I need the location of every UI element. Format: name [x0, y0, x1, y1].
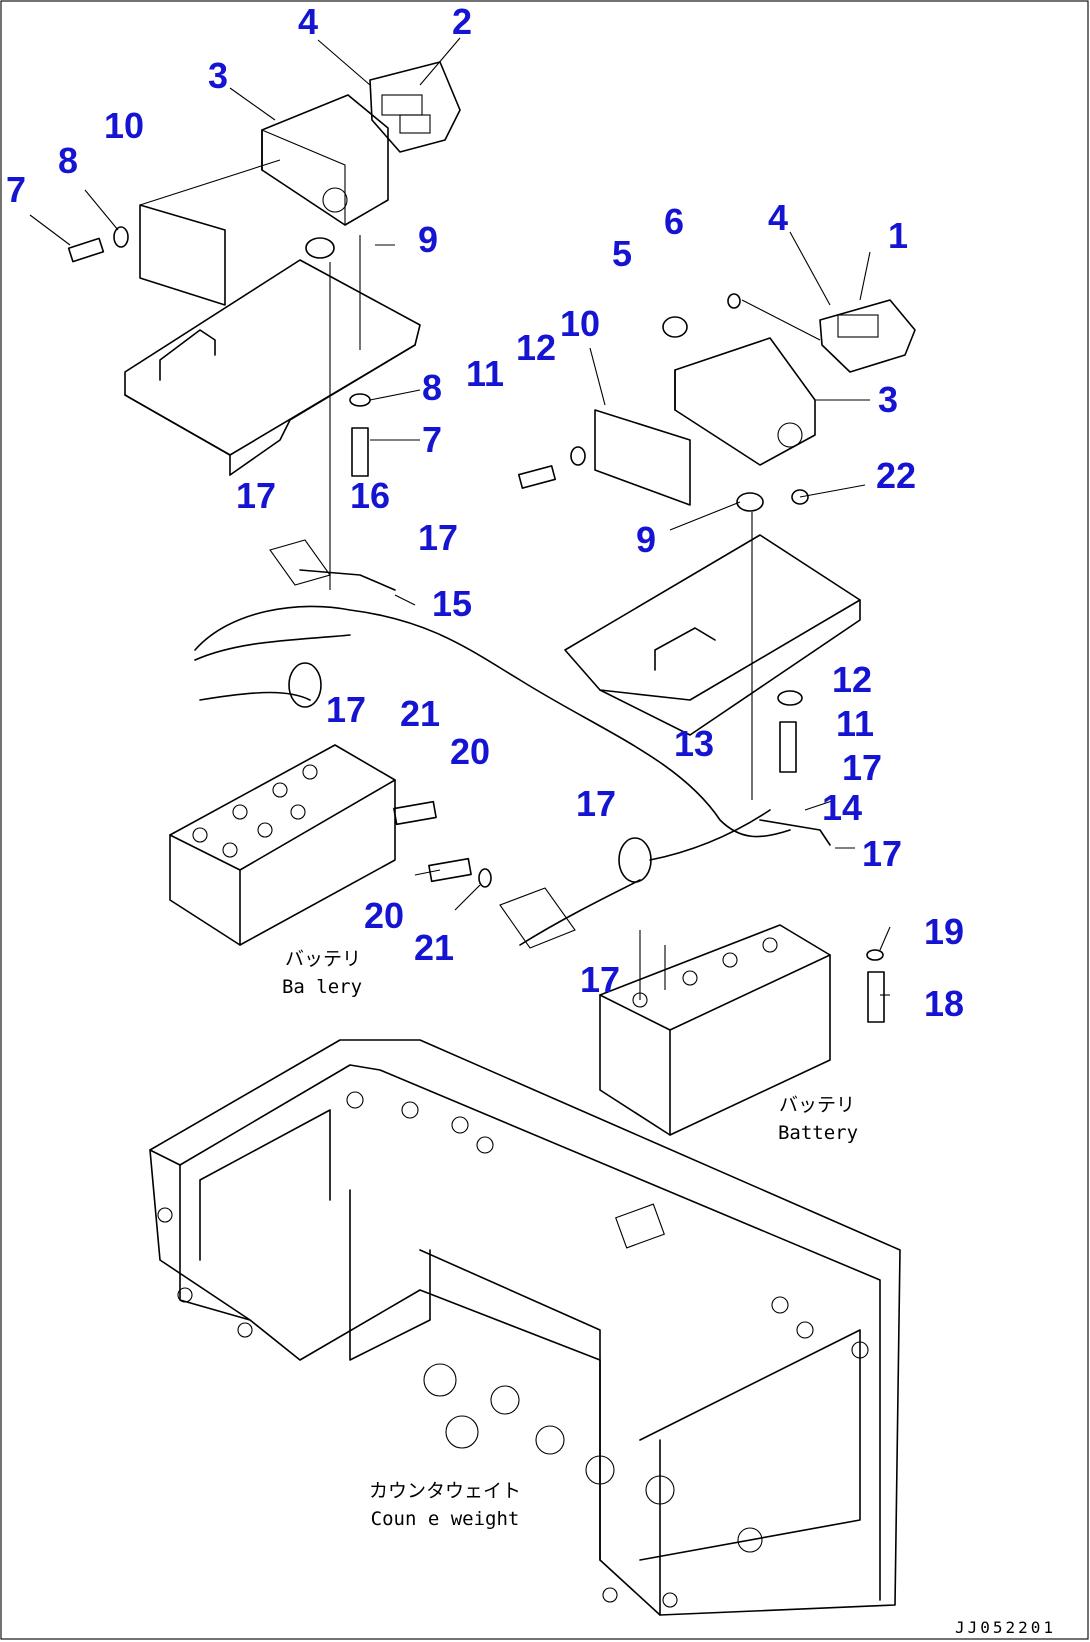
counterweight-label-en: Coun e weight — [370, 1508, 520, 1530]
callout-12-mid: 12 — [832, 659, 873, 700]
callout-5: 5 — [612, 233, 633, 274]
callout-11-top: 11 — [466, 353, 505, 394]
callout-15: 15 — [432, 583, 473, 624]
battery-left-label-en: Ba lery — [281, 976, 363, 998]
callout-22: 22 — [876, 455, 917, 496]
callout-17-b: 17 — [418, 517, 459, 558]
callout-17-e: 17 — [576, 783, 617, 824]
counterweight-label-jp: カウンタウェイト — [368, 1480, 521, 1502]
callout-17-a: 17 — [236, 475, 277, 516]
callout-7-mid: 7 — [422, 419, 443, 460]
callout-11-mid: 11 — [836, 703, 875, 744]
callout-17-d: 17 — [842, 747, 883, 788]
callout-3-right: 3 — [878, 379, 899, 420]
callout-21-bottom: 21 — [414, 927, 455, 968]
callout-9-left: 9 — [418, 219, 439, 260]
drawing-number: JJ052201 — [955, 1618, 1057, 1637]
callout-10-left: 10 — [104, 105, 145, 146]
callout-10-right: 10 — [560, 303, 601, 344]
wiring-harness — [194, 539, 831, 949]
counterweight — [149, 1039, 901, 1616]
callout-8-mid: 8 — [422, 367, 443, 408]
callout-6: 6 — [664, 201, 685, 242]
callout-13: 13 — [674, 723, 715, 764]
callout-21-top: 21 — [400, 693, 441, 734]
battery-right-label-en: Battery — [777, 1122, 859, 1144]
callout-19: 19 — [924, 911, 965, 952]
callout-17-c: 17 — [326, 689, 367, 730]
battery-left — [169, 744, 492, 946]
callout-4-right: 4 — [768, 197, 789, 238]
callout-7-left: 7 — [6, 169, 27, 210]
callout-9-right: 9 — [636, 519, 657, 560]
callout-8-left: 8 — [58, 140, 79, 181]
callout-1: 1 — [888, 215, 909, 256]
callout-20-top: 20 — [450, 731, 491, 772]
callout-14: 14 — [822, 787, 863, 828]
callout-18: 18 — [924, 983, 965, 1024]
callout-17-g: 17 — [580, 959, 621, 1000]
leader-lines — [229, 37, 891, 996]
battery-right — [599, 924, 885, 1136]
battery-cover-right — [564, 489, 861, 800]
callout-17-f: 17 — [862, 833, 903, 874]
battery-right-label-jp: バッテリ — [778, 1094, 855, 1116]
callout-3-left: 3 — [208, 55, 229, 96]
callout-4-top-left: 4 — [298, 1, 319, 42]
callout-16: 16 — [350, 475, 391, 516]
callout-2: 2 — [452, 1, 473, 42]
work-lamp-right — [517, 293, 916, 506]
battery-cover-left — [124, 235, 421, 590]
callout-12-top: 12 — [516, 327, 557, 368]
battery-left-label-jp: バッテリ — [284, 948, 361, 970]
callout-20-bottom: 20 — [364, 895, 405, 936]
